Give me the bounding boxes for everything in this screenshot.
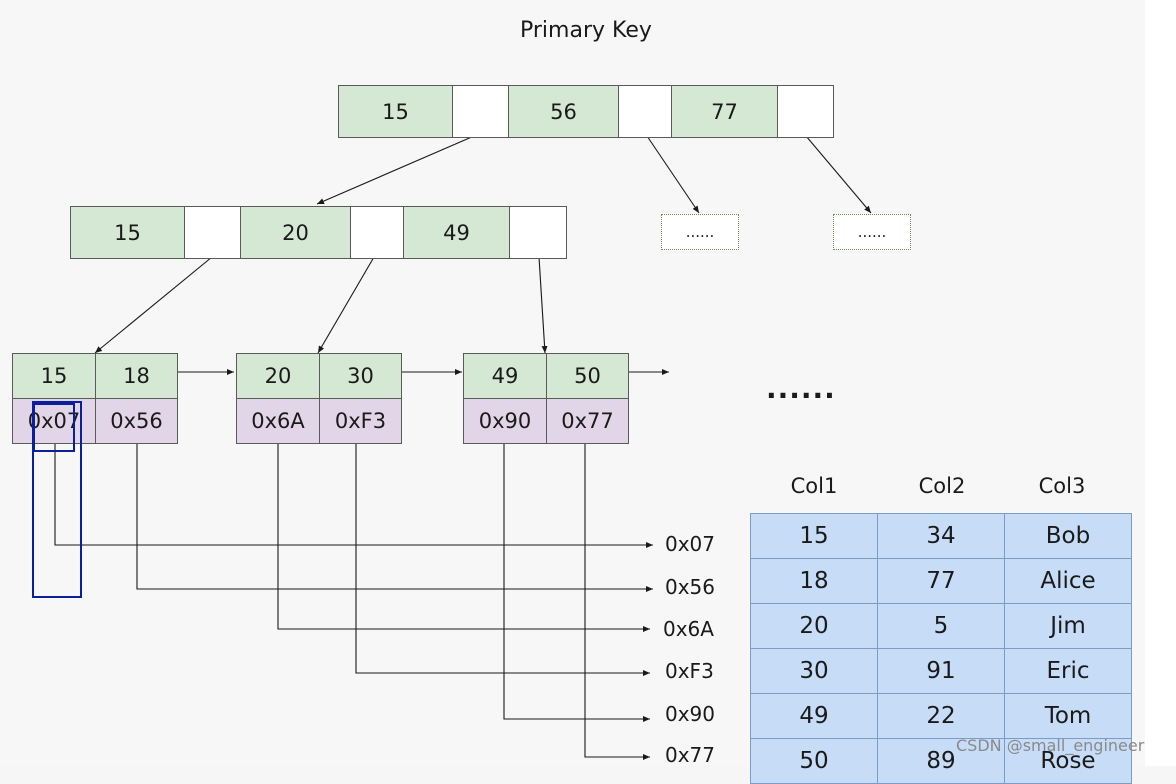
- internal-to-leaf-arrow: [94, 256, 213, 354]
- table-cell: 77: [877, 558, 1005, 604]
- row-address-label: 0x90: [665, 702, 716, 726]
- table-row: 49 22 Tom: [750, 693, 1132, 739]
- diagram-title: Primary Key: [520, 18, 652, 43]
- row-address-label: 0x07: [665, 532, 716, 556]
- table-header-col1: Col1: [790, 474, 838, 498]
- table-cell: 18: [750, 558, 878, 604]
- row-address-label: 0x6A: [663, 617, 714, 641]
- table-row: 15 34 Bob: [750, 513, 1132, 559]
- table-cell: Alice: [1004, 558, 1132, 604]
- placeholder-node: ......: [833, 214, 911, 250]
- internal-node: 15 20 49: [70, 206, 567, 259]
- root-pointer: [618, 86, 671, 137]
- leaf-node: 49 50 0x90 0x77: [463, 353, 629, 444]
- pointer-arrow-0xF3: [355, 443, 650, 676]
- table-cell: 91: [877, 648, 1005, 694]
- leaf-address: 0x56: [95, 399, 177, 443]
- internal-pointer: [509, 207, 566, 258]
- internal-key: 49: [403, 207, 509, 258]
- leaf-key: 30: [319, 354, 401, 398]
- row-address-label: 0xF3: [665, 659, 714, 683]
- table-cell: 15: [750, 513, 878, 559]
- leaf-key: 50: [546, 354, 628, 398]
- leaf-key: 15: [13, 354, 95, 398]
- row-address-label: 0x77: [665, 743, 716, 767]
- highlight-box-outer: [32, 401, 82, 598]
- leaf-key: 18: [95, 354, 177, 398]
- root-pointer: [777, 86, 833, 137]
- internal-pointer: [184, 207, 240, 258]
- pointer-arrow-0x07: [54, 443, 653, 548]
- table-row: 20 5 Jim: [750, 603, 1132, 649]
- leaf-address: 0x6A: [237, 399, 319, 443]
- leaf-address: 0xF3: [319, 399, 401, 443]
- table-cell: 20: [750, 603, 878, 649]
- internal-to-leaf-arrow: [317, 256, 375, 354]
- internal-key: 20: [240, 207, 350, 258]
- table-row: 30 91 Eric: [750, 648, 1132, 694]
- pointer-arrow-0x56: [136, 443, 653, 592]
- internal-key: 15: [71, 207, 184, 258]
- connector-lines: [54, 135, 872, 760]
- leaf-address: 0x90: [464, 399, 546, 443]
- table-cell: 50: [750, 738, 878, 784]
- root-to-placeholder-arrow: [646, 135, 700, 214]
- leaf-key: 20: [237, 354, 319, 398]
- row-address-label: 0x56: [665, 575, 716, 599]
- table-cell: 49: [750, 693, 878, 739]
- table-row: 18 77 Alice: [750, 558, 1132, 604]
- table-cell: Bob: [1004, 513, 1132, 559]
- canvas-edge: [1145, 0, 1176, 766]
- highlight-box-inner: [33, 403, 75, 452]
- table-cell: 34: [877, 513, 1005, 559]
- placeholder-node: ......: [661, 214, 739, 250]
- table-cell: Eric: [1004, 648, 1132, 694]
- root-key: 15: [339, 86, 452, 137]
- pointer-arrow-0x6A: [277, 443, 650, 632]
- internal-pointer: [350, 207, 403, 258]
- root-to-placeholder-arrow: [805, 135, 872, 214]
- table-cell: Tom: [1004, 693, 1132, 739]
- pointer-arrow-0x90: [503, 443, 650, 722]
- internal-to-leaf-arrow: [538, 256, 548, 354]
- watermark: CSDN @small_engineer: [956, 736, 1145, 755]
- root-pointer: [452, 86, 508, 137]
- root-key: 56: [508, 86, 618, 137]
- pointer-arrow-0x77: [584, 443, 650, 760]
- root-to-internal-arrow: [316, 135, 475, 205]
- table-header-col3: Col3: [1038, 474, 1086, 498]
- leaf-node: 20 30 0x6A 0xF3: [236, 353, 402, 444]
- table-cell: 30: [750, 648, 878, 694]
- table-header-col2: Col2: [918, 474, 966, 498]
- root-key: 77: [671, 86, 777, 137]
- table-cell: 5: [877, 603, 1005, 649]
- leaf-key: 49: [464, 354, 546, 398]
- more-leaves-ellipsis: ......: [766, 372, 836, 405]
- table-cell: Jim: [1004, 603, 1132, 649]
- root-node: 15 56 77: [338, 85, 834, 138]
- data-table: 15 34 Bob 18 77 Alice 20 5 Jim 30 91 Eri…: [750, 513, 1132, 784]
- table-cell: 22: [877, 693, 1005, 739]
- leaf-address: 0x77: [546, 399, 628, 443]
